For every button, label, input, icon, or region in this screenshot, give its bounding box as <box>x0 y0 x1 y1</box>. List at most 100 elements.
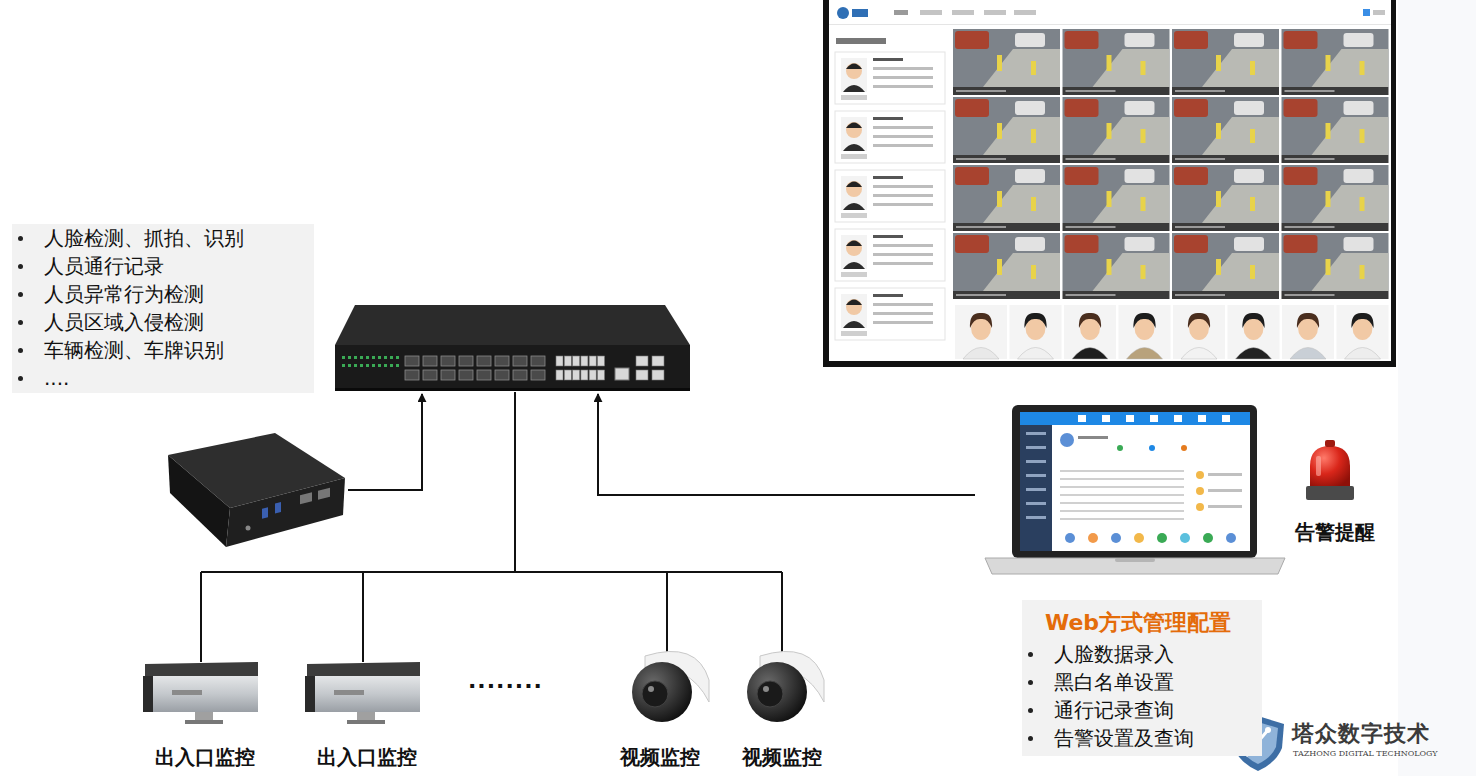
laptop-part <box>985 558 1285 574</box>
network-switch-part-part <box>378 364 381 367</box>
network-wires-part <box>781 572 783 652</box>
monitor-screen-part-part <box>1282 305 1334 359</box>
monitor-screen-part-part <box>1141 197 1146 211</box>
network-wires-part <box>362 572 364 662</box>
monitor-screen-part-part <box>873 117 903 120</box>
monitor-screen-part-part <box>1285 294 1335 296</box>
laptop-part-part <box>1226 533 1236 543</box>
monitor-screen-part-part <box>1031 61 1036 75</box>
monitor-screen-part-part <box>1065 167 1099 185</box>
monitor-screen-part-part <box>1284 235 1318 253</box>
laptop-part-part <box>1026 474 1046 477</box>
monitor-screen-part-part <box>843 262 865 269</box>
bullet-dot <box>1028 736 1033 741</box>
monitor-screen-part-part <box>1174 235 1208 253</box>
monitor-screen-part-part <box>983 117 1060 155</box>
network-switch-part-part <box>459 356 473 366</box>
camera-node: 视频监控 <box>722 650 842 770</box>
monitor-screen-part-part <box>1216 123 1221 139</box>
monitor-screen-part-part <box>1344 237 1374 251</box>
list-text: .... <box>44 364 69 392</box>
monitor-screen-part-part <box>841 213 867 218</box>
bullet-camera-part <box>185 720 223 724</box>
monitor-screen-part-part <box>835 52 945 104</box>
monitor-screen-part-part <box>1312 117 1389 155</box>
monitor-screen-part-part <box>1250 61 1255 75</box>
monitor-screen-part-part <box>1312 185 1389 223</box>
monitor-screen-part-part <box>1326 55 1331 71</box>
monitor-screen-part <box>1363 9 1370 16</box>
monitor-screen-part-part <box>846 64 862 70</box>
monitor-screen-part-part <box>1282 29 1389 87</box>
laptop-part-part <box>1026 488 1046 491</box>
monitor-screen-part-part <box>846 241 862 247</box>
laptop-part-part <box>1150 415 1158 422</box>
monitor-screen-part-part <box>1031 265 1036 279</box>
bullet-dot <box>1028 680 1033 685</box>
device-caption: 告警提醒 <box>1295 519 1375 545</box>
network-switch-part-part <box>360 364 363 367</box>
laptop-part-part <box>1060 486 1184 488</box>
network-switch-part-part <box>348 356 351 359</box>
monitor-screen-part-part <box>1063 155 1170 163</box>
monitor-screen-part-part <box>1344 169 1374 183</box>
bullet-dot <box>1028 652 1033 657</box>
list-item: 通行记录查询 <box>1022 696 1254 724</box>
network-switch-part-part <box>360 356 363 359</box>
edge-computing-box-part <box>226 478 345 547</box>
monitor-screen-part-part <box>1063 87 1170 95</box>
monitor-screen-part-part <box>835 288 945 340</box>
edge-computing-box <box>168 433 345 547</box>
monitor-screen-part-part <box>1063 291 1170 299</box>
monitor-screen-part-part <box>1174 99 1208 117</box>
monitor-screen-part-part <box>1202 49 1279 87</box>
network-switch-part-part <box>556 356 563 366</box>
network-switch-part-part <box>652 356 664 366</box>
monitor-screen-part-part <box>1282 155 1389 163</box>
monitor-screen-part-part <box>1351 313 1373 328</box>
laptop-part-part <box>1060 478 1184 480</box>
monitor-screen-part-part <box>1181 348 1217 360</box>
network-switch-part-part <box>384 356 387 359</box>
bullet-dot <box>18 264 23 269</box>
monitor-screen-part-part <box>955 235 989 253</box>
monitor-screen-part-part <box>1282 165 1389 223</box>
monitor-screen-part-part <box>1284 31 1318 49</box>
network-wires-part <box>598 394 975 495</box>
network-switch-part <box>335 305 690 345</box>
network-switch-part-part <box>378 356 381 359</box>
bullet-dot <box>18 292 23 297</box>
network-switch-part-part <box>573 356 580 366</box>
monitor-screen-part-part <box>963 348 999 360</box>
monitor-screen-part-part <box>1173 305 1225 359</box>
monitor-screen-part-part <box>1360 265 1365 279</box>
logo-subtitle: TAZHONG DIGITAL TECHNOLOGY <box>1293 749 1438 758</box>
network-switch-part-part <box>372 364 375 367</box>
monitor-screen-part-part <box>841 331 867 336</box>
laptop-part-part <box>1060 510 1184 512</box>
laptop-part-part <box>1126 415 1134 422</box>
laptop-part-part <box>1208 473 1242 476</box>
monitor-screen-part-part <box>873 321 933 324</box>
monitor-screen-part <box>920 10 942 15</box>
monitor-screen-part-part <box>1234 101 1264 115</box>
monitor-screen-part-part <box>841 154 867 159</box>
bullet-camera-part <box>143 676 153 712</box>
laptop <box>985 405 1285 574</box>
monitor-screen-part-part <box>873 303 933 306</box>
laptop-part-part <box>1149 445 1155 451</box>
laptop-part-part <box>1181 445 1187 451</box>
dome-camera <box>632 651 709 722</box>
monitor-screen-part-part <box>846 122 862 138</box>
monitor-screen-part <box>837 7 849 19</box>
list-item: 人员通行记录 <box>14 252 306 280</box>
laptop-part-part <box>1198 415 1206 422</box>
monitor-screen-part-part <box>846 181 862 197</box>
logo-name: 塔众数字技术 <box>1292 719 1430 749</box>
network-switch-part-part <box>390 364 393 367</box>
laptop-part-part <box>1157 533 1167 543</box>
network-switch-part-part <box>652 370 664 380</box>
network-switch-part-part <box>423 356 437 366</box>
laptop-part-part <box>1117 445 1123 451</box>
dome-camera-part <box>632 662 692 722</box>
